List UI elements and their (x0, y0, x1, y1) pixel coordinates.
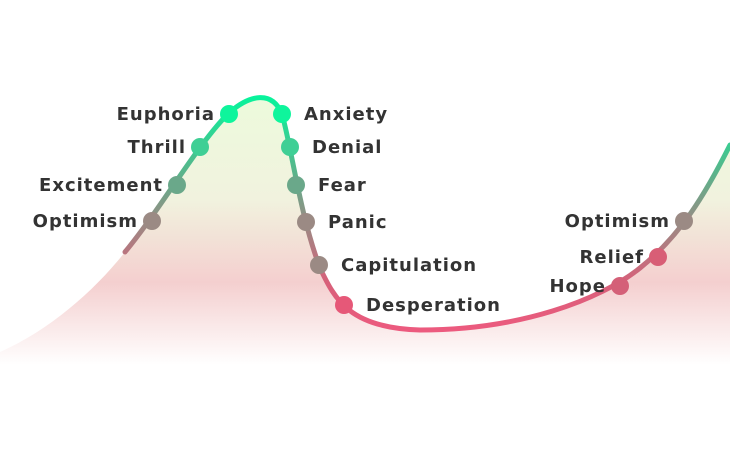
stage-label: Panic (328, 212, 388, 233)
stage-label: Fear (318, 175, 367, 196)
stage-dot (287, 176, 305, 194)
stage-dot (310, 256, 328, 274)
stage-dot (143, 212, 161, 230)
stage-label: Denial (312, 137, 382, 158)
stage-dot (281, 138, 299, 156)
stage-dot (675, 212, 693, 230)
stage-label: Optimism (33, 211, 138, 232)
stage-dot (297, 213, 315, 231)
stage-label: Capitulation (341, 255, 477, 276)
stage-dot (611, 277, 629, 295)
stage-label: Hope (549, 276, 606, 297)
stage-label: Relief (580, 247, 644, 268)
stage-dot (273, 105, 291, 123)
area-fill (0, 97, 730, 370)
stage-label: Excitement (39, 175, 163, 196)
stage-dot (335, 296, 353, 314)
stage-dot (649, 248, 667, 266)
stage-label: Anxiety (304, 104, 388, 125)
stage-dot (168, 176, 186, 194)
stage-label: Desperation (366, 295, 501, 316)
stage-label: Euphoria (117, 104, 215, 125)
stage-label: Optimism (565, 211, 670, 232)
stage-dot (191, 138, 209, 156)
stage-dot (220, 105, 238, 123)
stage-label: Thrill (128, 137, 186, 158)
